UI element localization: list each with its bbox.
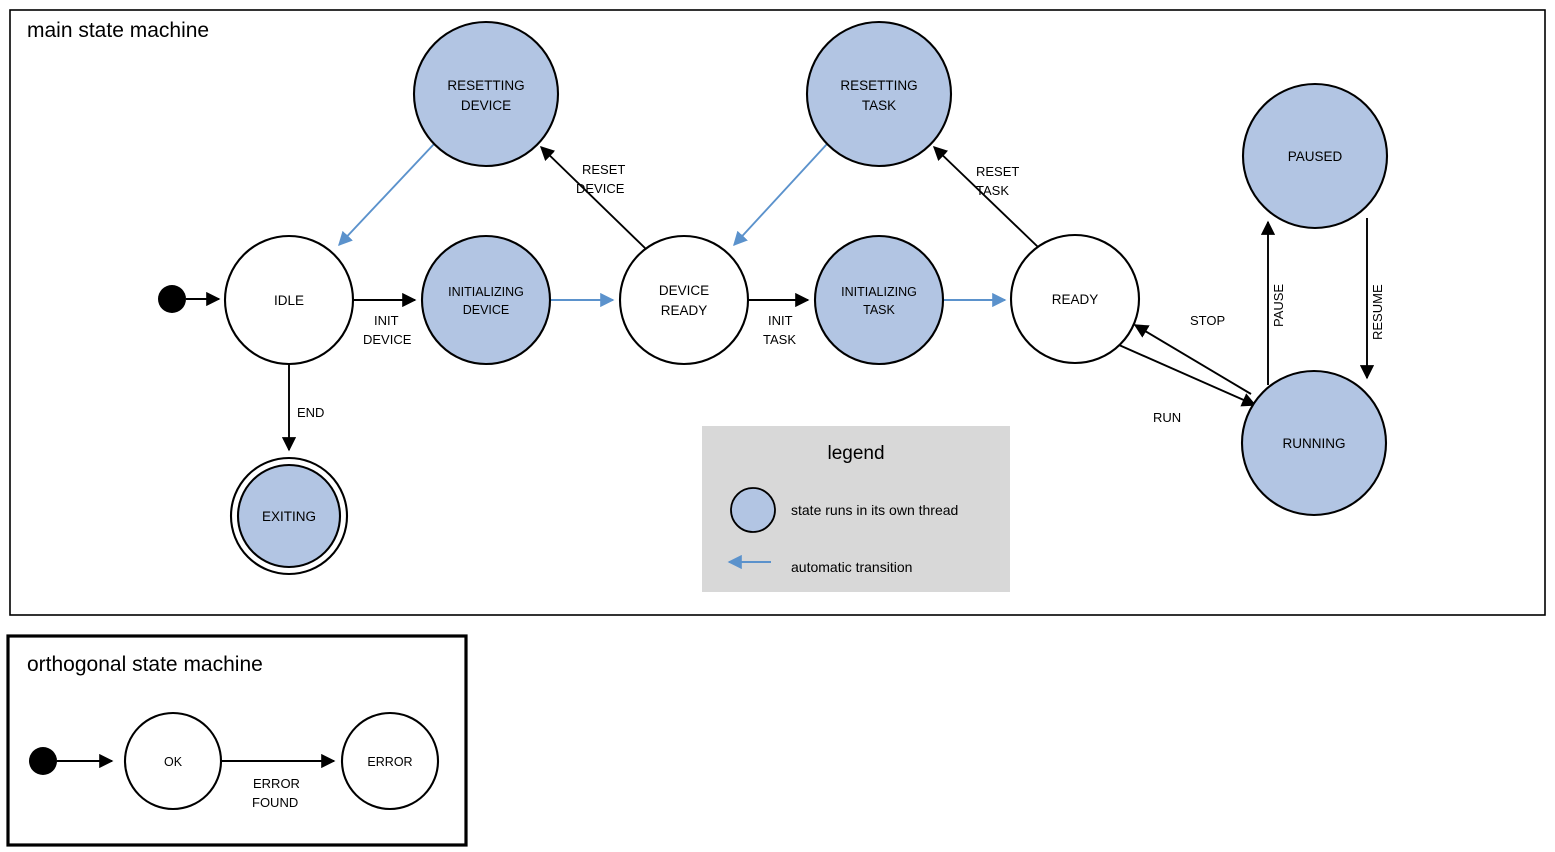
state-node-initializing-device[interactable]: INITIALIZING DEVICE bbox=[420, 234, 552, 366]
state-node-resetting-device[interactable]: RESETTING DEVICE bbox=[412, 20, 560, 168]
state-node-initializing-task[interactable]: INITIALIZING TASK bbox=[813, 234, 945, 366]
edge-label-init-task-line2: TASK bbox=[763, 332, 796, 347]
state-label-running: RUNNING bbox=[1283, 436, 1346, 451]
transition-resetting-device-to-idle bbox=[338, 143, 435, 247]
transition-resetting-task-to-device-ready bbox=[733, 143, 828, 247]
transition-paused-to-running: RESUME bbox=[1359, 218, 1385, 380]
state-label-ready: READY bbox=[1052, 292, 1099, 307]
edge-label-resume: RESUME bbox=[1370, 284, 1385, 340]
edge-label-pause: PAUSE bbox=[1271, 284, 1286, 327]
edge-label-init-task-line1: INIT bbox=[768, 313, 793, 328]
edge-label-stop: STOP bbox=[1190, 313, 1225, 328]
edge-label-init-device-line2: DEVICE bbox=[363, 332, 412, 347]
edge-label-end: END bbox=[297, 405, 324, 420]
edge-label-reset-task-line1: RESET bbox=[976, 164, 1019, 179]
legend-item-automatic-transition: automatic transition bbox=[727, 554, 912, 575]
transition-running-to-paused: PAUSE bbox=[1260, 220, 1286, 385]
state-label-initializing-task-line2: TASK bbox=[863, 303, 895, 317]
state-label-error: ERROR bbox=[367, 755, 412, 769]
state-node-idle[interactable]: IDLE bbox=[223, 234, 355, 366]
transition-idle-to-initializing-device: INIT DEVICE bbox=[353, 292, 417, 347]
thread-state-circle-icon bbox=[730, 487, 776, 533]
state-label-initializing-device-line2: DEVICE bbox=[463, 303, 510, 317]
orthogonal-initial-state-marker bbox=[29, 747, 57, 775]
state-label-paused: PAUSED bbox=[1288, 149, 1343, 164]
state-node-exiting[interactable]: EXITING bbox=[229, 456, 349, 576]
transition-ok-to-error: ERROR FOUND bbox=[221, 753, 336, 810]
state-label-resetting-device-line1: RESETTING bbox=[447, 78, 524, 93]
state-node-error[interactable]: ERROR bbox=[340, 711, 440, 811]
transition-ready-to-running: RUN bbox=[1118, 344, 1257, 425]
transition-running-to-ready: STOP bbox=[1133, 313, 1252, 395]
orthogonal-frame-title: orthogonal state machine bbox=[27, 653, 263, 676]
legend-thread-state-text: state runs in its own thread bbox=[791, 502, 958, 518]
legend-automatic-transition-text: automatic transition bbox=[791, 559, 912, 575]
state-label-exiting: EXITING bbox=[262, 509, 316, 524]
transition-device-ready-to-initializing-task: INIT TASK bbox=[748, 292, 810, 347]
state-node-resetting-task[interactable]: RESETTING TASK bbox=[805, 20, 953, 168]
edge-label-run: RUN bbox=[1153, 410, 1181, 425]
state-node-ready[interactable]: READY bbox=[1009, 233, 1141, 365]
state-label-idle: IDLE bbox=[274, 293, 304, 308]
legend-box: legend state runs in its own thread auto… bbox=[702, 426, 1010, 592]
state-node-device-ready[interactable]: DEVICE READY bbox=[618, 234, 750, 366]
transition-ready-to-resetting-task: RESET TASK bbox=[932, 146, 1039, 248]
edge-label-reset-device-line1: RESET bbox=[582, 162, 625, 177]
state-label-device-ready-line1: DEVICE bbox=[659, 283, 709, 298]
edge-label-error-found-line1: ERROR bbox=[253, 776, 300, 791]
state-label-device-ready-line2: READY bbox=[661, 303, 708, 318]
edge-label-reset-device-line2: DEVICE bbox=[576, 181, 625, 196]
edge-label-reset-task-line2: TASK bbox=[976, 183, 1009, 198]
legend-item-thread-state: state runs in its own thread bbox=[730, 487, 958, 533]
state-label-ok: OK bbox=[164, 755, 183, 769]
transition-device-ready-to-resetting-device: RESET DEVICE bbox=[539, 146, 647, 250]
state-label-resetting-task-line2: TASK bbox=[862, 98, 896, 113]
state-node-paused[interactable]: PAUSED bbox=[1241, 82, 1389, 230]
state-node-ok[interactable]: OK bbox=[123, 711, 223, 811]
state-label-initializing-task-line1: INITIALIZING bbox=[841, 285, 917, 299]
legend-title: legend bbox=[827, 443, 884, 464]
transition-idle-to-exiting: END bbox=[281, 364, 324, 452]
initial-state-marker bbox=[158, 285, 186, 313]
state-label-resetting-task-line1: RESETTING bbox=[840, 78, 917, 93]
state-node-running[interactable]: RUNNING bbox=[1240, 369, 1388, 517]
edge-label-init-device-line1: INIT bbox=[374, 313, 399, 328]
edge-label-error-found-line2: FOUND bbox=[252, 795, 298, 810]
main-frame-title: main state machine bbox=[27, 19, 209, 42]
state-label-resetting-device-line2: DEVICE bbox=[461, 98, 511, 113]
state-label-initializing-device-line1: INITIALIZING bbox=[448, 285, 524, 299]
